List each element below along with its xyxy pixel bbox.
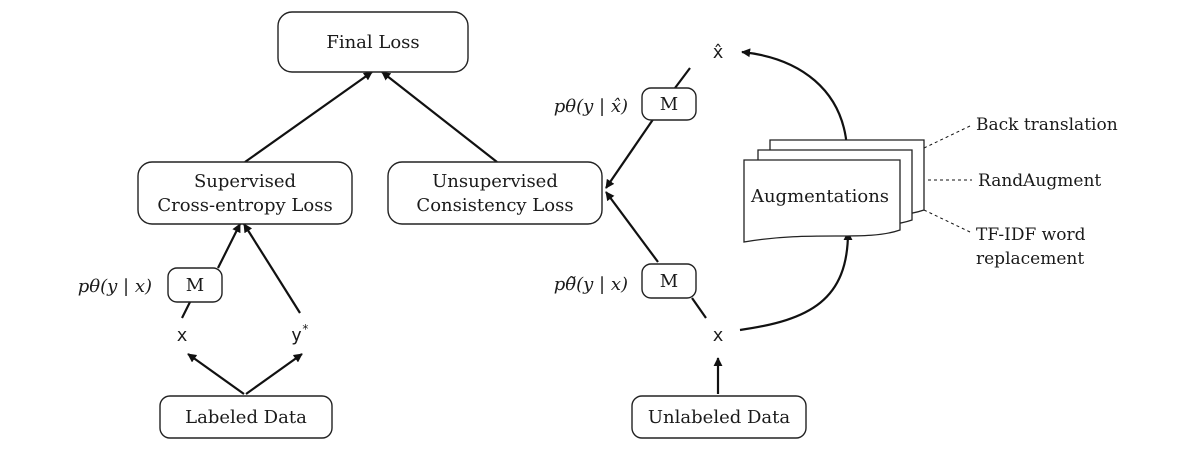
formula-p-theta-tilde-x: pθ̃(y | x) — [554, 274, 628, 295]
unsupervised-label-line2: Consistency Loss — [416, 195, 573, 216]
dash-back-translation — [923, 125, 971, 149]
edge-labeled-to-x — [187, 353, 245, 395]
edge-x-to-m-bottom — [691, 297, 707, 319]
edge-supervised-to-final — [244, 71, 373, 163]
model-m-left: M — [167, 267, 223, 303]
augmentations-label: Augmentations — [750, 186, 889, 207]
labeled-data-label: Labeled Data — [185, 407, 307, 428]
var-x-unlabeled: x — [713, 325, 724, 346]
method-tfidf-line2: replacement — [976, 249, 1084, 269]
method-back-translation: Back translation — [976, 115, 1118, 135]
method-tfidf-line1: TF-IDF word — [976, 225, 1086, 245]
model-m-bottom-right-label: M — [660, 271, 678, 292]
unsupervised-loss-node: Unsupervised Consistency Loss — [387, 161, 603, 225]
final-loss-node: Final Loss — [277, 11, 469, 73]
edge-augmentations-to-xhat — [741, 48, 849, 149]
augmentations-page-front — [743, 159, 901, 243]
unlabeled-data-node: Unlabeled Data — [631, 395, 807, 439]
var-y-star-sup: * — [302, 322, 309, 336]
supervised-label-line2: Cross-entropy Loss — [157, 195, 332, 216]
edge-ystar-to-supervised — [243, 223, 301, 314]
method-randaugment: RandAugment — [978, 171, 1101, 191]
var-y-star: y* — [291, 322, 309, 346]
labeled-data-node: Labeled Data — [159, 395, 333, 439]
dash-tfidf — [923, 209, 971, 233]
final-loss-label: Final Loss — [326, 32, 419, 53]
model-m-bottom-right: M — [641, 263, 697, 299]
model-m-top-right: M — [641, 87, 697, 121]
unsupervised-label-line1: Unsupervised — [432, 171, 558, 192]
edge-unsupervised-to-final — [381, 71, 498, 163]
var-y-star-base: y — [291, 325, 302, 346]
formula-p-theta-x: pθ(y | x) — [78, 276, 152, 297]
edge-x-to-augmentations — [739, 231, 853, 332]
supervised-label-line1: Supervised — [194, 171, 296, 192]
edge-m-bottom-to-unsupervised — [605, 191, 659, 263]
edge-x-to-m-left — [181, 301, 191, 319]
supervised-loss-node: Supervised Cross-entropy Loss — [137, 161, 353, 225]
model-m-left-label: M — [186, 275, 204, 296]
var-x-labeled: x — [177, 325, 188, 346]
formula-p-theta-xhat: pθ(y | x̂) — [554, 96, 628, 117]
unlabeled-data-label: Unlabeled Data — [648, 407, 790, 428]
edge-m-to-supervised — [217, 223, 241, 269]
model-m-top-right-label: M — [660, 94, 678, 115]
edge-m-top-to-unsupervised — [605, 117, 655, 189]
var-x-hat: x̂ — [713, 42, 724, 63]
edge-xhat-to-m-top — [674, 67, 691, 89]
augmentations-stack: Augmentations — [743, 139, 925, 243]
edge-labeled-to-ystar — [245, 353, 303, 395]
